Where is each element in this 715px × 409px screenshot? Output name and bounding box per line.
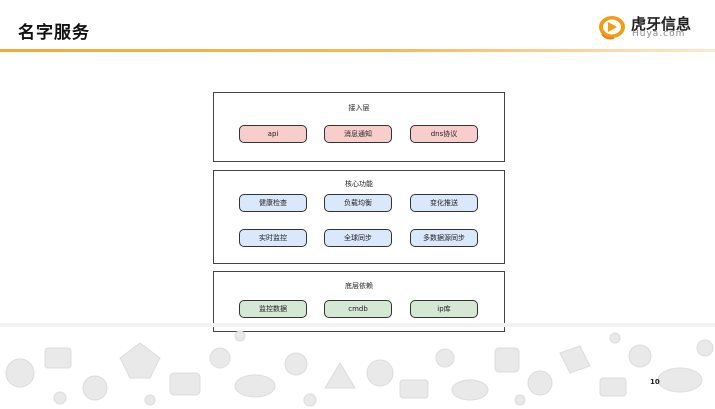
node-multi-source-sync: 多数据源同步: [410, 229, 478, 247]
node-monitor-data: 监控数据: [239, 300, 307, 318]
node-global-sync: 全球同步: [324, 229, 392, 247]
page-title: 名字服务: [18, 23, 90, 43]
base-layer-title: 底层依赖: [345, 282, 373, 290]
node-message-notify: 消息通知: [324, 125, 392, 143]
huya-logo: 虎牙信息 Huya.com: [598, 14, 698, 40]
node-change-push: 变化推送: [410, 194, 478, 212]
logo-brand-cn: 虎牙信息: [631, 15, 692, 33]
access-layer-title: 接入层: [348, 104, 370, 112]
node-cmdb: cmdb: [324, 300, 392, 318]
footer-decoration: [0, 323, 715, 407]
node-load-balance: 负载均衡: [324, 194, 392, 212]
header-divider: [0, 49, 715, 52]
node-ip-library: ip库: [410, 300, 478, 318]
core-layer: 核心功能 健康检查 负载均衡 变化推送 实时监控 全球同步 多数据源同步: [213, 170, 505, 264]
core-layer-title: 核心功能: [345, 180, 373, 188]
base-layer: 底层依赖 监控数据 cmdb ip库: [213, 271, 505, 332]
node-realtime-monitor: 实时监控: [239, 229, 307, 247]
node-api: api: [239, 125, 307, 143]
node-dns-protocol: dns协议: [410, 125, 478, 143]
huya-logo-icon: [599, 16, 625, 40]
node-health-check: 健康检查: [239, 194, 307, 212]
page-number: 10: [650, 378, 660, 386]
access-layer: 接入层 api 消息通知 dns协议: [213, 92, 505, 162]
logo-brand-en: Huya.com: [632, 29, 686, 39]
